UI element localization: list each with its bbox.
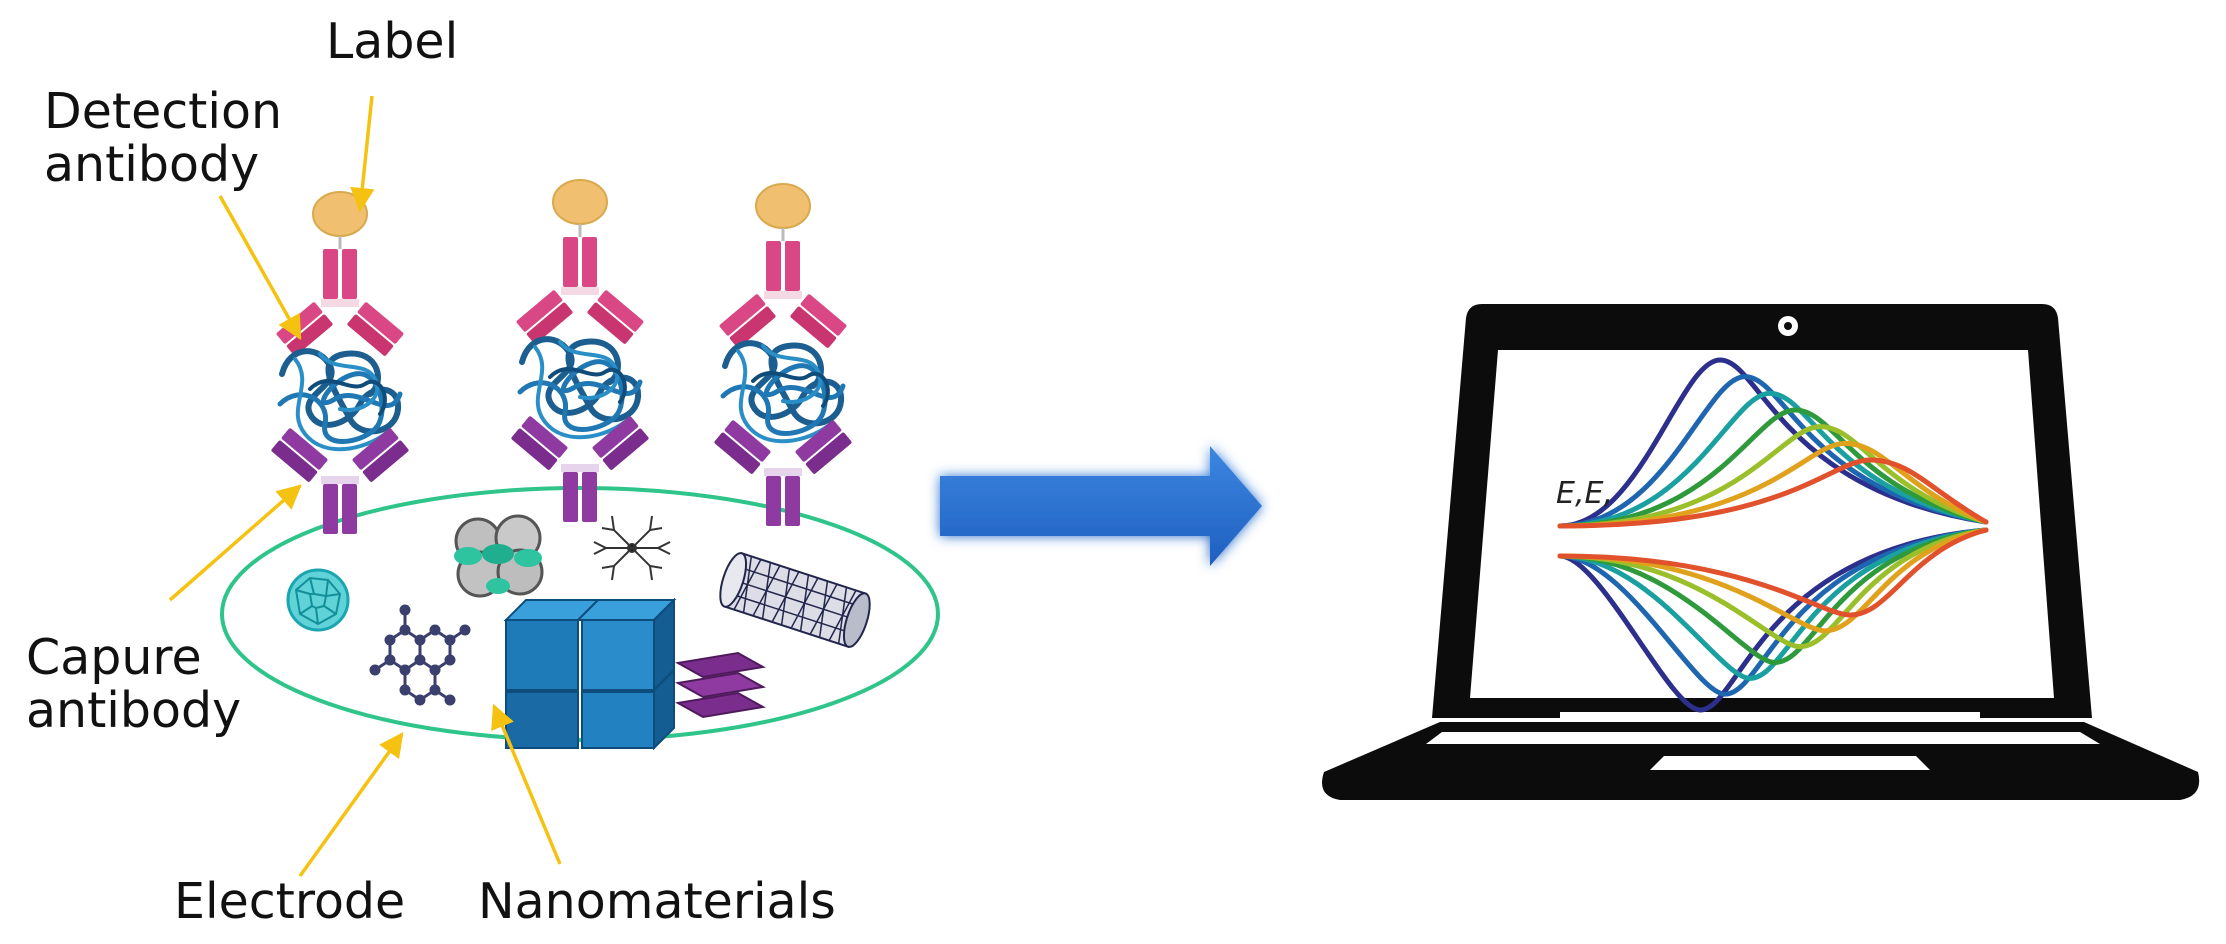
dendrimer-icon [593, 515, 671, 581]
arrow-capture-antibody [168, 484, 302, 602]
cv-curve-3-reverse [1557, 527, 1989, 681]
cv-curve-3-forward [1557, 390, 1989, 529]
graphene-sheet-icon [369, 604, 471, 706]
antibody-sandwich-1 [271, 192, 410, 534]
cv-curve-1-forward [1557, 357, 1989, 529]
cv-curve-1-reverse [1557, 527, 1989, 713]
nanotube-icon [719, 552, 871, 648]
cv-curve-5-forward [1557, 424, 1989, 529]
cv-curve-4-reverse [1557, 527, 1989, 666]
label-label: Label [326, 13, 459, 70]
arrow-nanomaterials [491, 703, 562, 865]
nanocube-icon [503, 597, 677, 751]
cv-curve-2-forward [1557, 374, 1989, 529]
cv-curve-2-reverse [1557, 527, 1989, 697]
fullerene-icon [286, 568, 350, 632]
antibody-sandwich-3 [714, 184, 853, 526]
cv-curve-5-reverse [1557, 527, 1989, 650]
electrode-label: Electrode [174, 873, 406, 930]
cv-curve-4-forward [1557, 407, 1989, 529]
detection-antibody-label: Detection antibody [44, 83, 283, 193]
touchpad [1650, 756, 1930, 770]
laptop-icon [1322, 304, 2200, 800]
flow-arrow [940, 446, 1262, 566]
nanomaterials-label: Nanomaterials [478, 873, 836, 930]
cv-axis-label: E,E, [1556, 476, 1613, 511]
arrow-detection-antibody [218, 195, 302, 341]
arrow-electrode [298, 732, 404, 878]
capture-antibody-label: Capure antibody [26, 629, 242, 739]
cv-curve-7-forward [1557, 457, 1989, 529]
cv-plot [1557, 357, 1989, 713]
quantum-dot-cluster-icon [454, 514, 544, 598]
electrode-ellipse [220, 486, 940, 742]
cv-curve-6-forward [1557, 440, 1989, 529]
antibody-sandwich-2 [511, 180, 650, 522]
pointer-arrows [168, 95, 562, 878]
cv-curve-7-reverse [1557, 527, 1989, 618]
layered-sheets-icon [675, 651, 766, 719]
arrow-label [350, 95, 375, 213]
cv-curve-6-reverse [1557, 527, 1989, 634]
